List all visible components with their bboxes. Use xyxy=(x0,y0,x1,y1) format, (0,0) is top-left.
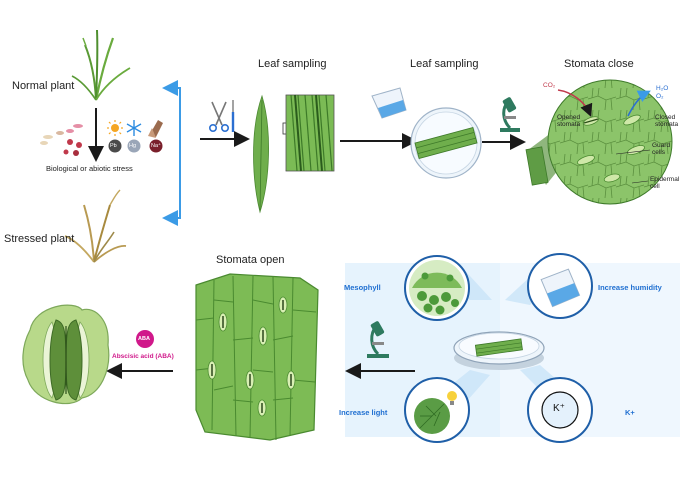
scissors-icon xyxy=(209,101,230,133)
petri-dish-top xyxy=(410,107,482,179)
sun-icon xyxy=(107,120,123,136)
aba-badge-text: ABA xyxy=(138,336,150,342)
opened-stomata-line1: Opened xyxy=(557,114,581,121)
epidermal-cell-pointer xyxy=(631,180,649,184)
co2-arrow xyxy=(557,89,593,117)
potassium-circle xyxy=(527,377,593,443)
guard-cells-line2: cells xyxy=(652,149,666,156)
humidity-circle xyxy=(527,253,593,319)
normal-plant-label: Normal plant xyxy=(12,80,75,92)
guard-cells-label: Guard cells xyxy=(652,142,670,156)
o2-label: O₂ xyxy=(656,93,664,100)
normal-plant-icon xyxy=(71,29,131,101)
guard-cells-line1: Guard xyxy=(652,142,671,149)
stomata-open-tissue xyxy=(195,273,319,441)
closed-stomata-line1: Closed xyxy=(655,114,676,121)
snowflake-icon xyxy=(126,120,142,136)
step2-title: Leaf sampling xyxy=(410,58,479,70)
microbes-icon xyxy=(40,124,83,156)
sampled-leaf xyxy=(253,94,269,214)
hg-ion-circle xyxy=(127,139,141,153)
epidermal-cell-label: Epidermal cell xyxy=(650,176,679,190)
closed-stoma-closeup xyxy=(22,304,110,405)
aba-label: Abscisic acid (ABA) xyxy=(112,353,174,360)
stress-label: Biological or abiotic stress xyxy=(46,164,133,173)
closed-stomata-line2: stomata xyxy=(655,121,679,128)
potassium-label: K+ xyxy=(625,408,635,417)
closed-stomata-label: Closed stomata xyxy=(655,114,678,128)
mesophyll-circle xyxy=(404,255,470,321)
stomata-open-title: Stomata open xyxy=(216,254,285,266)
na-ion-label: Na⁺ xyxy=(151,143,161,149)
microscope-icon-top xyxy=(500,97,520,132)
na-ion-circle xyxy=(149,139,163,153)
light-circle xyxy=(404,377,470,443)
epidermal-cell-line2: cell xyxy=(650,183,660,190)
opened-stomata-label: Opened stomata xyxy=(557,114,580,128)
mesophyll-label: Mesophyll xyxy=(344,283,381,292)
epidermal-cell-line1: Epidermal xyxy=(650,176,680,183)
humidity-label: Increase humidity xyxy=(598,283,662,292)
guard-cells-pointer xyxy=(615,149,651,155)
beaker-icon xyxy=(371,87,407,119)
pb-ion-circle xyxy=(108,139,122,153)
light-label: Increase light xyxy=(339,408,388,417)
step1-title: Leaf sampling xyxy=(258,58,327,70)
hg-ion-label: Hg xyxy=(129,143,137,149)
stomata-close-circle xyxy=(547,79,673,205)
leaf-small-rect xyxy=(525,146,549,186)
h2o-o2-arrow xyxy=(627,90,651,117)
opened-stomata-line2: stomata xyxy=(557,121,581,128)
petri-dish-center xyxy=(453,331,545,370)
k-symbol: K⁺ xyxy=(553,403,565,414)
h2o-label: H₂O xyxy=(656,85,669,92)
step3-title: Stomata close xyxy=(564,58,634,70)
microscope-icon-bottom xyxy=(367,321,389,358)
stressed-plant-icon xyxy=(64,189,127,263)
stressed-plant-label: Stressed plant xyxy=(4,233,75,245)
aba-badge-circle xyxy=(136,330,154,348)
pb-ion-label: Pb xyxy=(110,143,117,149)
blue-bracket-arrow xyxy=(162,80,181,226)
leaf-zoom-panel xyxy=(285,94,335,172)
co2-label: CO₂ xyxy=(543,82,556,89)
lightbulb-icon xyxy=(447,391,457,405)
salt-shaker-icon xyxy=(148,120,163,138)
